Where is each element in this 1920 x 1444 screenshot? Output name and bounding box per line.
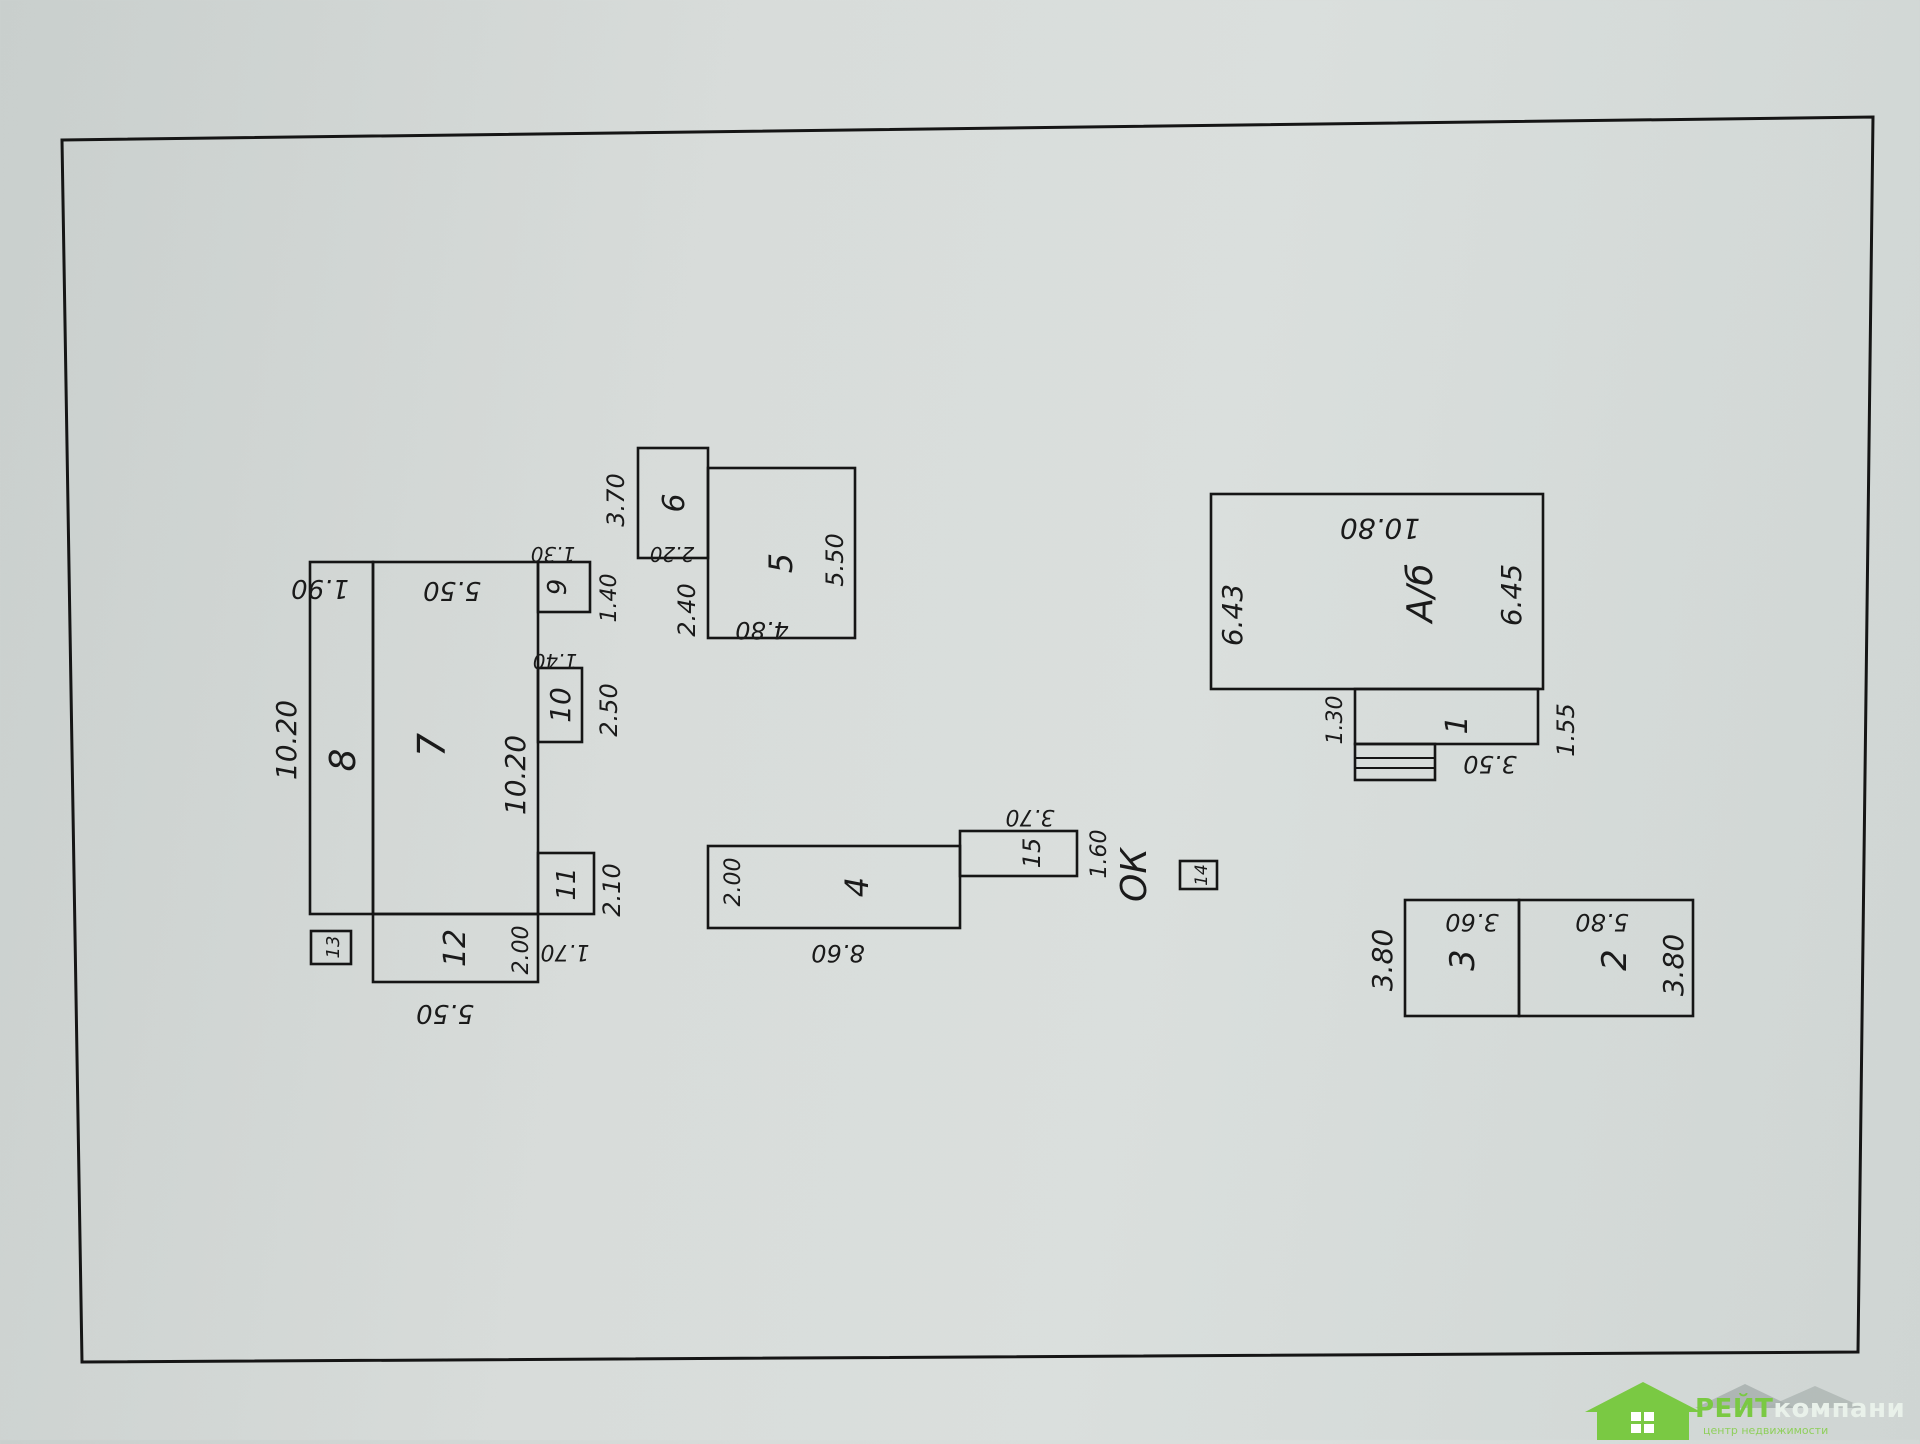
room-4: [706, 844, 962, 930]
dim-r3-a: 3.80: [1366, 929, 1399, 991]
room-2: [1517, 898, 1695, 1018]
room-1: [1353, 687, 1540, 746]
dim-r4-a: 2.00: [721, 858, 746, 907]
dim-r9-a: 1.30: [531, 542, 576, 566]
dim-r6-b: 2.20: [650, 542, 695, 566]
building-4-15: [706, 829, 1219, 930]
dim-r2-a: 5.80: [1575, 908, 1628, 936]
room-14: [1178, 859, 1219, 891]
room-number-10: 10: [544, 687, 577, 723]
room-number-6: 6: [657, 493, 692, 512]
dim-r5-a: 2.40: [673, 583, 701, 636]
building-5-6: [636, 446, 857, 640]
dim-r2-b: 3.80: [1657, 934, 1690, 996]
dim-r1-b: 3.50: [1463, 750, 1516, 778]
room-number-9: 9: [543, 579, 573, 596]
sheet-frame: [60, 115, 1875, 1364]
building-2-3: [1403, 898, 1695, 1018]
logo-brand-text: РЕЙТкомпани: [1695, 1394, 1905, 1424]
ok-label: ОК: [1114, 847, 1155, 902]
dim-r12-a: 2.00: [509, 926, 534, 975]
building-ag: [1209, 492, 1545, 782]
dim-r8-width: 1.90: [291, 573, 349, 603]
logo-brand-main: компани: [1773, 1394, 1906, 1424]
dim-r1-a: 1.30: [1323, 696, 1348, 745]
dim-r15-a: 3.70: [1006, 804, 1055, 829]
company-logo: РЕЙТкомпани центр недвижимости: [1585, 1378, 1920, 1440]
dim-r6-a: 3.70: [602, 473, 630, 526]
dim-ag-right: 6.45: [1495, 564, 1528, 626]
room-number-8: 8: [323, 749, 364, 772]
dim-r12-b: 1.70: [541, 939, 590, 964]
dim-r8-height: 10.20: [270, 700, 303, 780]
room-5: [706, 466, 857, 640]
dim-r7-height: 10.20: [499, 735, 532, 815]
dim-ag-width: 10.80: [1340, 512, 1420, 545]
dim-r5-b: 4.80: [735, 616, 788, 644]
room-13: [309, 929, 353, 966]
house-logo-icon: [1585, 1382, 1865, 1440]
room-number-14: 14: [1192, 864, 1212, 886]
dim-r3-b: 3.60: [1445, 908, 1498, 936]
room-number-2: 2: [1595, 949, 1635, 971]
room-number-13: 13: [323, 936, 344, 959]
room-number-4: 4: [838, 877, 876, 897]
dim-r5-c: 5.50: [821, 533, 849, 586]
logo-brand-prefix: РЕЙТ: [1695, 1394, 1774, 1424]
dim-ag-left: 6.43: [1216, 584, 1249, 646]
dim-r11-b: 2.10: [598, 863, 626, 916]
logo-brand-sub: центр недвижимости: [1703, 1424, 1829, 1437]
room-number-11: 11: [552, 867, 582, 900]
room-15: [958, 829, 1079, 878]
room-11: [536, 851, 596, 916]
dim-r12-width: 5.50: [416, 998, 474, 1028]
room-label-ag: А/б: [1400, 564, 1441, 625]
room-1-steps: [1353, 742, 1437, 782]
dim-r15-b: 1.60: [1087, 830, 1112, 879]
room-8: [308, 560, 375, 916]
room-number-7: 7: [410, 733, 454, 757]
dim-r10-a: 1.40: [533, 649, 578, 673]
dim-r9-b: 1.40: [597, 574, 622, 623]
dim-r7-width: 5.50: [423, 575, 481, 605]
room-number-15: 15: [1018, 838, 1046, 869]
room-number-1: 1: [1440, 715, 1475, 734]
dim-r10-b: 2.50: [595, 683, 623, 736]
room-number-5: 5: [762, 553, 800, 573]
dim-r1-c: 1.55: [1552, 703, 1580, 756]
room-12: [371, 912, 540, 984]
dim-r4-b: 8.60: [811, 939, 864, 967]
room-9: [536, 560, 592, 614]
room-10: [536, 666, 584, 744]
building-left: [308, 560, 596, 984]
room-number-12: 12: [438, 929, 473, 967]
room-number-3: 3: [1443, 949, 1483, 971]
